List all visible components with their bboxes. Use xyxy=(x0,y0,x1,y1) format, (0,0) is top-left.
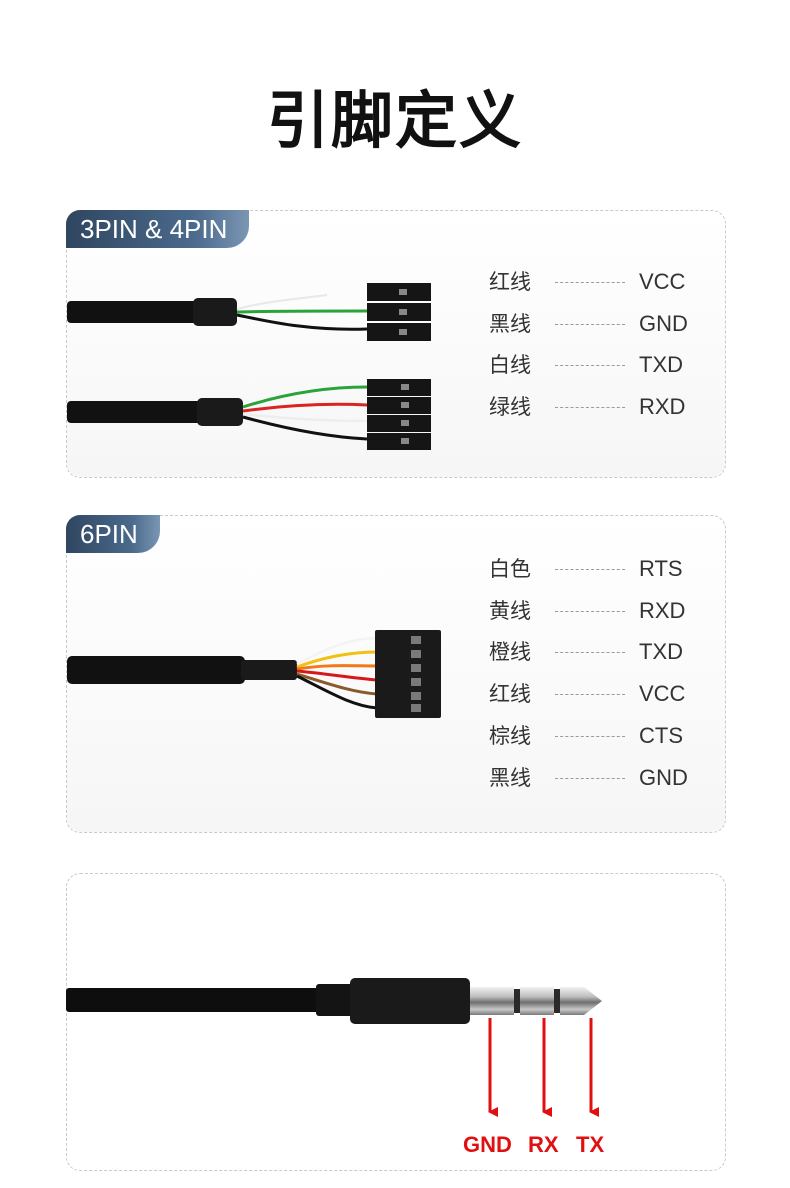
signal-name: RXD xyxy=(639,394,686,419)
wire-color: 橙线 xyxy=(489,640,531,664)
wire-color: 黑线 xyxy=(489,766,531,790)
signal-name: CTS xyxy=(639,723,683,748)
pin-row: 棕线 CTS xyxy=(489,721,709,751)
pin-row: 黄线 RXD xyxy=(489,596,709,626)
pin-row: 黑线 GND xyxy=(489,763,709,793)
signal-name: TXD xyxy=(639,352,683,377)
jack-label-tx: TX xyxy=(576,1132,605,1157)
dashed-connector xyxy=(555,324,625,325)
wire-color: 绿线 xyxy=(489,395,531,419)
signal-name: GND xyxy=(639,311,688,336)
wire-color: 白色 xyxy=(489,557,531,581)
pin-row: 绿线 RXD xyxy=(489,392,709,422)
pin-row: 红线 VCC xyxy=(489,267,709,297)
dashed-connector xyxy=(555,365,625,366)
pin-row: 黑线 GND xyxy=(489,309,709,339)
wire-color: 红线 xyxy=(489,270,531,294)
signal-name: RTS xyxy=(639,556,683,581)
dashed-connector xyxy=(555,611,625,612)
panel-tag-3pin-4pin: 3PIN & 4PIN xyxy=(66,210,250,248)
signal-name: VCC xyxy=(639,681,686,706)
jack-label-rx: RX xyxy=(528,1132,559,1157)
pin-row: 红线 VCC xyxy=(489,679,709,709)
pin-row: 白线 TXD xyxy=(489,350,709,380)
dashed-connector xyxy=(555,407,625,408)
pin-row: 橙线 TXD xyxy=(489,637,709,667)
page-title: 引脚定义 xyxy=(266,84,523,157)
wire-color: 白线 xyxy=(489,353,531,377)
wire-color: 棕线 xyxy=(489,724,531,748)
signal-name: VCC xyxy=(639,269,686,294)
pin-row: 白色 RTS xyxy=(489,554,709,584)
cable-3pin-illustration xyxy=(67,283,431,450)
signal-name: GND xyxy=(639,765,688,790)
panel-6pin: 6PIN 白色 RTS 黄线 RXD 橙线 TXD xyxy=(66,515,726,833)
dashed-connector xyxy=(555,694,625,695)
jack-label-gnd: GND xyxy=(463,1132,512,1157)
cable-6pin-illustration xyxy=(67,630,441,718)
panel-tag-6pin: 6PIN xyxy=(66,515,160,553)
signal-name: TXD xyxy=(639,639,683,664)
panel-audio-jack xyxy=(66,873,726,1171)
wire-color: 黑线 xyxy=(489,312,531,336)
panel-3pin-4pin: 3PIN & 4PIN 红线 VCC xyxy=(66,210,726,478)
dashed-connector xyxy=(555,652,625,653)
wire-color: 黄线 xyxy=(489,599,531,623)
dashed-connector xyxy=(555,282,625,283)
dashed-connector xyxy=(555,569,625,570)
wire-color: 红线 xyxy=(489,682,531,706)
dashed-connector xyxy=(555,736,625,737)
signal-name: RXD xyxy=(639,598,686,623)
dashed-connector xyxy=(555,778,625,779)
